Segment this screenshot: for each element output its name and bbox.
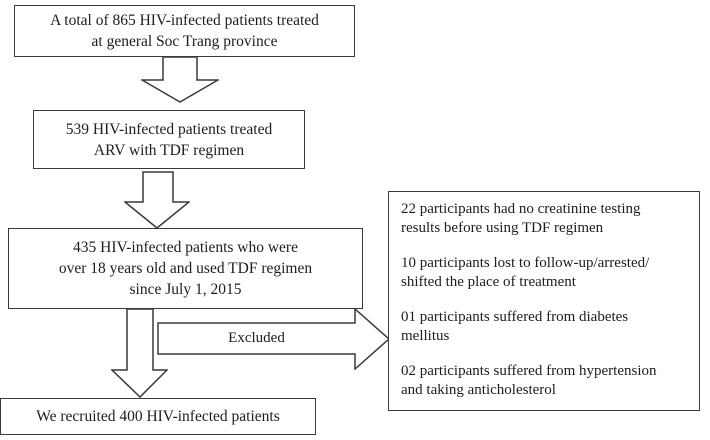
down-arrow-icon (141, 56, 219, 103)
down-arrow-icon (111, 309, 168, 398)
excluded-arrow-label: Excluded (228, 330, 285, 346)
excluded-right-arrow-icon (157, 308, 391, 370)
exclusion-item-followup: 10 participants lost to follow-up/arrest… (401, 255, 650, 290)
exclusion-item-hypertension: 02 participants suffered from hypertensi… (401, 363, 657, 398)
total-patients-box: A total of 865 HIV-infected patients tre… (14, 5, 355, 57)
recruited-patients-box: We recruited 400 HIV-infected patients (0, 398, 316, 435)
tdf-regimen-box: 539 HIV-infected patients treated ARV wi… (33, 110, 305, 169)
exclusions-box: 22 participants had no creatinine testin… (388, 191, 700, 411)
exclusion-item-creatinine: 22 participants had no creatinine testin… (401, 201, 641, 236)
eligible-patients-box: 435 HIV-infected patients who were over … (8, 228, 363, 309)
exclusion-item-diabetes: 01 participants suffered from diabetes m… (401, 309, 629, 344)
down-arrow-icon (124, 171, 190, 229)
